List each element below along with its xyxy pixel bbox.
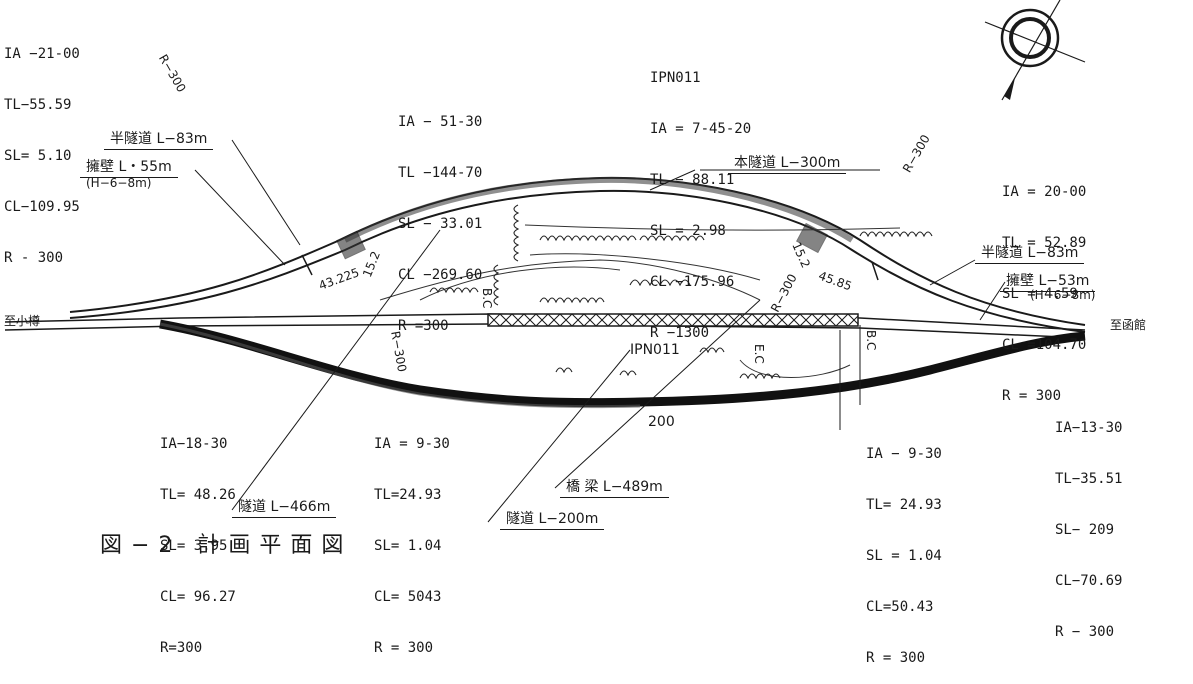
bridge-section <box>487 313 859 327</box>
curve-data-bottom-right: IA − 9-30 TL= 24.93 SL = 1.04 CL=50.43 R… <box>866 412 942 684</box>
curve-data-top-center: IA − 51-30 TL −144-70 SL − 33.01 CL −269… <box>398 80 482 352</box>
label-ipn-lower: IPN011 <box>630 342 680 358</box>
curve-r: R − 300 <box>1055 624 1115 640</box>
curve-sl: SL= 5.10 <box>4 148 72 164</box>
curve-sl: SL= 3.95 <box>160 538 228 554</box>
label-tunnel-bottom: 隧道 L−466m <box>232 496 337 518</box>
curve-tl: TL=24.93 <box>374 487 442 503</box>
label-retaining-wall-right: 擁壁 L−53m <box>1000 270 1096 292</box>
label-retaining-wall-left-height: (H−6−8m) <box>86 176 152 190</box>
curve-r: R = 300 <box>1002 388 1062 404</box>
upper-alignment <box>69 176 1086 333</box>
curve-data-top-right: IA = 20-00 TL = 52.89 SL = 4.59 CL =104.… <box>1002 150 1086 422</box>
curve-cl: CL= 5043 <box>374 589 442 605</box>
curve-ia: IA −21-00 <box>4 46 80 62</box>
curve-tl: TL = 52.89 <box>1002 235 1087 251</box>
curve-cl: CL −269.60 <box>398 267 483 283</box>
curve-sl: SL= 1.04 <box>374 538 442 554</box>
label-mark-bc-left: B.C <box>480 288 494 309</box>
curve-r: R = 300 <box>866 650 926 666</box>
figure-caption: 図−2 計画平面図 <box>100 533 353 558</box>
contours <box>379 224 901 378</box>
label-direction-right: 至函館 <box>1110 318 1147 332</box>
curve-ia: IA = 9-30 <box>374 436 450 452</box>
curve-data-far-right: IA−13-30 TL−35.51 SL− 209 CL−70.69 R − 3… <box>1055 386 1122 658</box>
curve-tl: TL= 48.26 <box>160 487 236 503</box>
curve-tl: TL−35.51 <box>1055 471 1123 487</box>
lower-alignment <box>159 319 1086 409</box>
curve-ia: IA−18-30 <box>160 436 228 452</box>
label-bridge: 橋 梁 L−489m <box>560 476 669 498</box>
curve-ipn: IPN011 <box>650 70 701 86</box>
curve-cl: CL= 96.27 <box>160 589 236 605</box>
curve-cl: CL−109.95 <box>4 199 80 215</box>
label-half-tunnel-left: 半隧道 L−83m <box>104 128 214 150</box>
curve-tl: TL − 88.11 <box>650 172 735 188</box>
curve-cl: CL =104.70 <box>1002 337 1087 353</box>
label-mark-ec: E.C <box>752 344 766 364</box>
curve-sl: SL = 2.98 <box>650 223 726 239</box>
curve-ia: IA = 7-45-20 <box>650 121 752 137</box>
curve-sl: SL − 33.01 <box>398 216 483 232</box>
curve-data-bottom-center: IA = 9-30 TL=24.93 SL= 1.04 CL= 5043 R =… <box>374 402 450 674</box>
label-mark-bc-right: B.C <box>864 330 878 351</box>
curve-tl: TL−55.59 <box>4 97 72 113</box>
curve-ia: IA − 51-30 <box>398 114 483 130</box>
label-tunnel-200: 隧道 L−200m <box>500 508 605 530</box>
curve-data-ipn-top: IPN011 IA = 7-45-20 TL − 88.11 SL = 2.98… <box>650 36 751 359</box>
curve-r: R =300 <box>398 318 449 334</box>
curve-r: R −1300 <box>650 325 710 341</box>
curve-cl: CL=50.43 <box>866 599 934 615</box>
curve-r: R = 300 <box>374 640 434 656</box>
curve-r: R=300 <box>160 640 203 656</box>
label-half-tunnel-right: 半隧道 L−83m <box>975 242 1085 264</box>
plan-drawing <box>4 0 1086 523</box>
curve-sl: SL− 209 <box>1055 522 1115 538</box>
curve-ia: IA−13-30 <box>1055 420 1123 436</box>
curve-ia: IA − 9-30 <box>866 446 942 462</box>
curve-r: R - 300 <box>4 250 64 266</box>
leader-lines <box>194 139 1006 523</box>
curve-cl: CL−70.69 <box>1055 573 1123 589</box>
label-retaining-wall-left: 擁壁 L・55m <box>80 156 178 178</box>
label-200: 200 <box>648 414 675 430</box>
curve-data-top-left: IA −21-00 TL−55.59 SL= 5.10 CL−109.95 R … <box>4 12 80 284</box>
vegetation-marks <box>429 204 933 380</box>
label-main-tunnel: 本隧道 L−300m <box>728 152 847 174</box>
north-arrow-icon <box>984 0 1086 101</box>
label-retaining-wall-right-height: (H−6−8m) <box>1030 288 1096 302</box>
label-direction-left: 至小樽 <box>4 314 41 328</box>
curve-tl: TL −144-70 <box>398 165 483 181</box>
curve-tl: TL= 24.93 <box>866 497 942 513</box>
curve-sl: SL = 4.59 <box>1002 286 1078 302</box>
curve-cl: CL −175.96 <box>650 274 735 290</box>
curve-sl: SL = 1.04 <box>866 548 942 564</box>
curve-ia: IA = 20-00 <box>1002 184 1087 200</box>
